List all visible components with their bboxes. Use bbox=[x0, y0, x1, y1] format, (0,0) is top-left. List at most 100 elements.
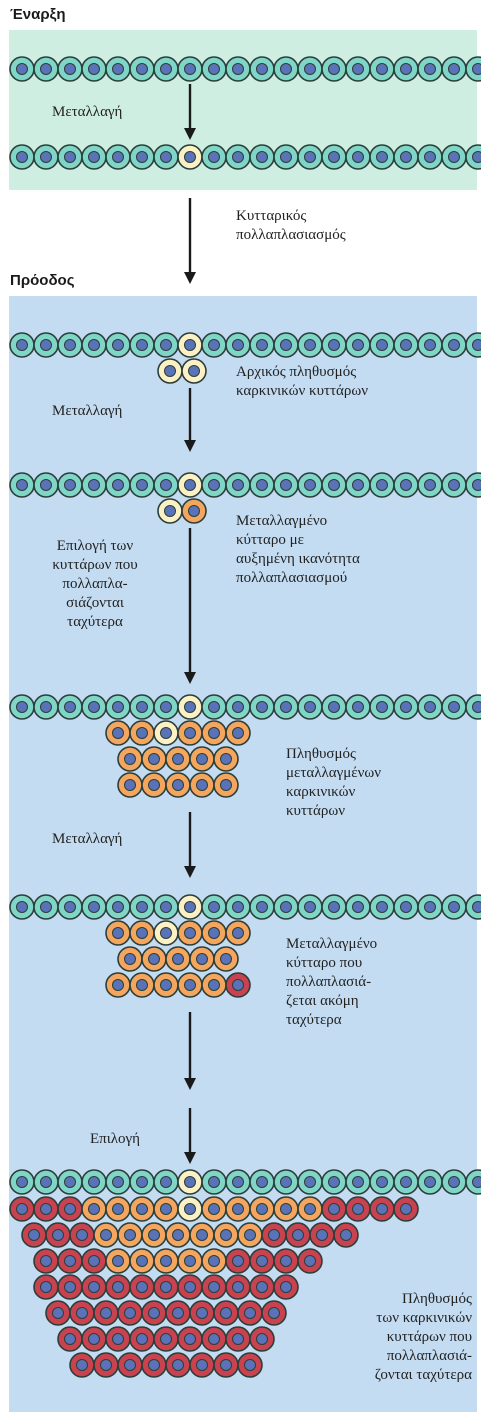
mutated-cell bbox=[166, 747, 190, 771]
mutated-cell bbox=[178, 721, 202, 745]
mutated-cell bbox=[178, 1249, 202, 1273]
normal-cell bbox=[82, 333, 106, 357]
normal-cell bbox=[346, 1170, 370, 1194]
normal-cell bbox=[106, 57, 130, 81]
normal-cell bbox=[82, 895, 106, 919]
normal-cell bbox=[394, 1170, 418, 1194]
normal-cell bbox=[58, 145, 82, 169]
faster-mutated-cell bbox=[226, 973, 250, 997]
mutated-cell bbox=[202, 1249, 226, 1273]
mutated-cell bbox=[190, 1223, 214, 1247]
mutated-cell bbox=[178, 973, 202, 997]
mutated-cell bbox=[202, 973, 226, 997]
normal-cell bbox=[442, 473, 466, 497]
normal-cell bbox=[226, 695, 250, 719]
mutated-cell bbox=[214, 747, 238, 771]
faster-mutated-cell bbox=[178, 1275, 202, 1299]
normal-cell bbox=[130, 473, 154, 497]
initial-mutant-cell bbox=[178, 695, 202, 719]
mutated-cell bbox=[182, 499, 206, 523]
normal-cell bbox=[394, 333, 418, 357]
faster-mutated-cell bbox=[34, 1275, 58, 1299]
mutated-cell bbox=[202, 721, 226, 745]
normal-cell bbox=[370, 695, 394, 719]
normal-cell bbox=[10, 1170, 34, 1194]
faster-mutated-cell bbox=[190, 1301, 214, 1325]
normal-cell bbox=[34, 333, 58, 357]
normal-cell bbox=[418, 895, 442, 919]
faster-mutated-cell bbox=[22, 1223, 46, 1247]
normal-cell bbox=[298, 333, 322, 357]
faster-mutated-cell bbox=[130, 1275, 154, 1299]
faster-mutated-cell bbox=[226, 1249, 250, 1273]
mutated-cell bbox=[142, 773, 166, 797]
initial-mutant-cell bbox=[154, 721, 178, 745]
normal-cell bbox=[58, 1170, 82, 1194]
normal-cell bbox=[466, 145, 481, 169]
normal-cell bbox=[274, 333, 298, 357]
initial-mutant-cell bbox=[178, 333, 202, 357]
normal-cell bbox=[154, 57, 178, 81]
normal-cell bbox=[130, 145, 154, 169]
mutated-cell bbox=[166, 773, 190, 797]
selection-arrow-3 bbox=[184, 1108, 196, 1164]
normal-cell bbox=[202, 695, 226, 719]
mutated-cell bbox=[226, 921, 250, 945]
normal-cell bbox=[34, 695, 58, 719]
label-final-population: Πληθυσμός των καρκινικών κυττάρων που πο… bbox=[300, 1290, 472, 1385]
faster-mutated-cell bbox=[94, 1301, 118, 1325]
faster-mutated-cell bbox=[34, 1249, 58, 1273]
faster-mutated-cell bbox=[166, 1353, 190, 1377]
mutation-arrow-3 bbox=[184, 812, 196, 878]
faster-mutated-cell bbox=[46, 1223, 70, 1247]
mutated-cell bbox=[226, 721, 250, 745]
normal-cell bbox=[370, 895, 394, 919]
faster-mutated-cell bbox=[250, 1275, 274, 1299]
mutated-cell bbox=[106, 1249, 130, 1273]
label-faster-cell: Μεταλλαγμένο κύτταρο που πολλαπλασιά- ζε… bbox=[286, 935, 377, 1030]
faster-mutated-cell bbox=[70, 1301, 94, 1325]
normal-cell bbox=[10, 895, 34, 919]
faster-mutated-cell bbox=[202, 1327, 226, 1351]
normal-cell bbox=[442, 695, 466, 719]
normal-cell bbox=[10, 473, 34, 497]
normal-cell bbox=[34, 1170, 58, 1194]
mutation-arrow-1 bbox=[184, 84, 196, 140]
normal-cell bbox=[274, 473, 298, 497]
normal-cell bbox=[130, 57, 154, 81]
normal-cell bbox=[82, 695, 106, 719]
normal-cell bbox=[154, 1170, 178, 1194]
faster-mutated-cell bbox=[118, 1353, 142, 1377]
normal-cell bbox=[154, 473, 178, 497]
normal-cell bbox=[274, 695, 298, 719]
mutated-cell bbox=[154, 973, 178, 997]
faster-mutated-cell bbox=[214, 1301, 238, 1325]
normal-cell bbox=[250, 473, 274, 497]
normal-cell bbox=[106, 473, 130, 497]
normal-cell bbox=[346, 473, 370, 497]
mutated-cell bbox=[154, 1197, 178, 1221]
label-mutation-3: Μεταλλαγή bbox=[52, 830, 122, 849]
mutated-cell bbox=[118, 773, 142, 797]
normal-cell bbox=[442, 895, 466, 919]
faster-mutated-cell bbox=[106, 1275, 130, 1299]
normal-cell bbox=[370, 145, 394, 169]
mutated-cell bbox=[106, 973, 130, 997]
faster-mutated-cell bbox=[142, 1353, 166, 1377]
mutated-cell bbox=[298, 1197, 322, 1221]
mutated-cell bbox=[154, 1249, 178, 1273]
mutated-cell bbox=[82, 1197, 106, 1221]
mutated-cell bbox=[166, 1223, 190, 1247]
faster-mutated-cell bbox=[82, 1275, 106, 1299]
mutated-cell bbox=[166, 947, 190, 971]
faster-mutated-cell bbox=[334, 1223, 358, 1247]
normal-cell bbox=[226, 145, 250, 169]
faster-mutated-cell bbox=[394, 1197, 418, 1221]
normal-cell bbox=[34, 57, 58, 81]
proliferation-arrow bbox=[184, 198, 196, 284]
normal-cell bbox=[82, 57, 106, 81]
normal-cell bbox=[130, 695, 154, 719]
normal-cell bbox=[202, 57, 226, 81]
normal-cell bbox=[442, 145, 466, 169]
normal-cell bbox=[274, 1170, 298, 1194]
